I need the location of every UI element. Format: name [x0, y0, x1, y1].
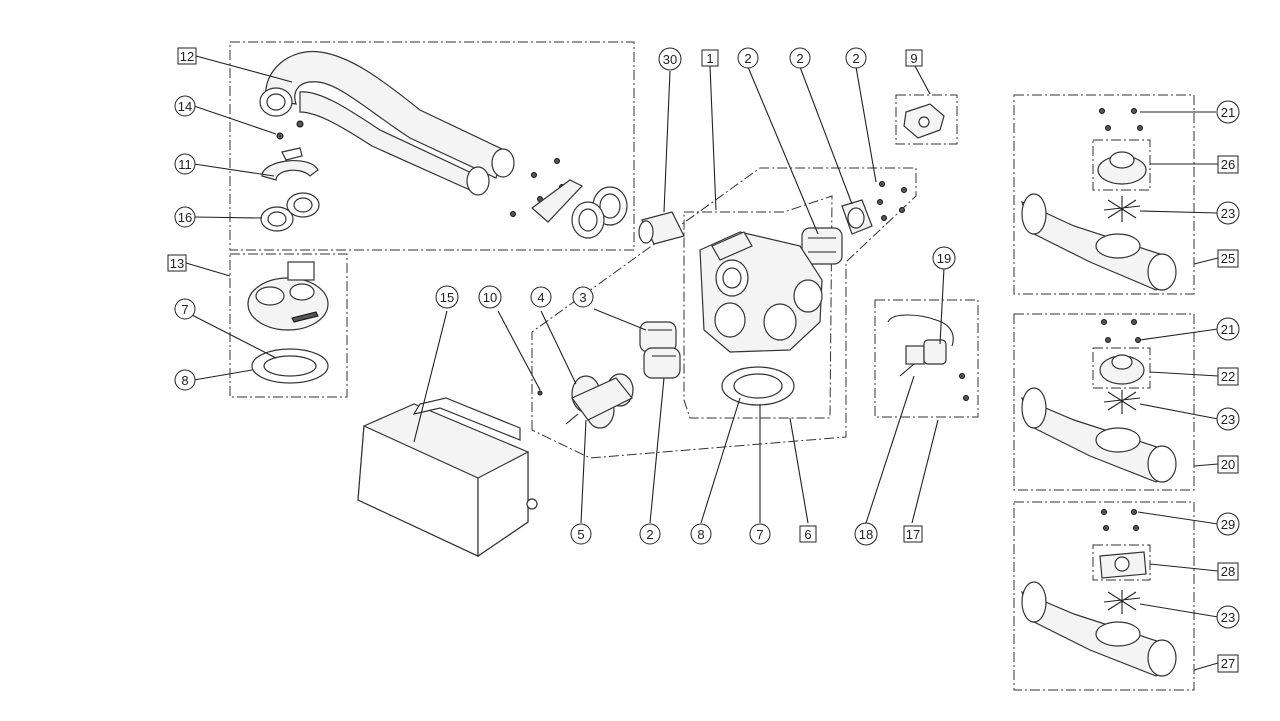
callout-18: 18 [859, 527, 873, 542]
boundary-meter-27 [1013, 501, 1195, 691]
callout-15: 15 [440, 290, 454, 305]
callout-2-a: 2 [744, 51, 751, 66]
meter-assembly-25 [1021, 108, 1177, 291]
controller-housing-15 [357, 397, 538, 558]
callout-29: 29 [1221, 517, 1235, 532]
boundary-meter-20 [1013, 313, 1195, 491]
callout-23-bottom: 23 [1221, 610, 1235, 625]
callout-20: 20 [1221, 457, 1235, 472]
callout-8-left: 8 [181, 373, 188, 388]
callout-7-bottom: 7 [756, 527, 763, 542]
callout-21-mid: 21 [1221, 322, 1235, 337]
callout-16: 16 [178, 210, 192, 225]
boundary-adapter-13 [229, 253, 348, 398]
callout-9: 9 [910, 51, 917, 66]
callout-25: 25 [1221, 251, 1235, 266]
callout-19: 19 [937, 251, 951, 266]
boundary-valve-body-6 [531, 167, 917, 459]
meter-assembly-27 [1021, 509, 1177, 677]
callout-27: 27 [1221, 656, 1235, 671]
leader-lines [185, 55, 1219, 671]
callout-8-bottom: 8 [697, 527, 704, 542]
clip-part-9 [903, 103, 945, 139]
cap-plate-2 [841, 181, 907, 235]
boundary-clip-9 [895, 94, 958, 145]
callout-22: 22 [1221, 369, 1235, 384]
callout-1: 1 [706, 51, 713, 66]
meter-assembly-20 [1021, 319, 1177, 483]
callout-17: 17 [906, 527, 920, 542]
callout-4: 4 [537, 290, 544, 305]
callout-11: 11 [178, 157, 192, 172]
callout-14: 14 [178, 99, 192, 114]
valve-body-1 [699, 231, 823, 406]
callouts: 12 13 1 9 6 17 26 25 22 20 28 27 14 11 1… [167, 47, 1240, 673]
drain-assembly-17 [887, 314, 969, 401]
callout-6: 6 [804, 527, 811, 542]
callout-13: 13 [170, 256, 184, 271]
bypass-pipe-assembly [259, 50, 628, 239]
callout-2-b: 2 [796, 51, 803, 66]
boundary-valve-1 [683, 195, 833, 419]
boundary-drain-17 [874, 299, 979, 418]
callout-23-mid: 23 [1221, 412, 1235, 427]
boundary-part-26 [1092, 139, 1151, 191]
callout-10: 10 [483, 290, 497, 305]
boundary-meter-25 [1013, 94, 1195, 295]
boundary-part-22 [1092, 347, 1151, 389]
callout-3: 3 [579, 290, 586, 305]
callout-5: 5 [577, 527, 584, 542]
callout-30: 30 [663, 52, 677, 67]
callout-2-d: 2 [646, 527, 653, 542]
callout-12: 12 [180, 49, 194, 64]
fitting-30 [638, 211, 685, 245]
callout-7-left: 7 [181, 302, 188, 317]
boundary-bypass-group [229, 41, 635, 251]
callout-2-c: 2 [852, 51, 859, 66]
callout-26: 26 [1221, 157, 1235, 172]
piston-assembly-4-5 [537, 373, 634, 429]
group-boundaries [229, 41, 1195, 691]
callout-28: 28 [1221, 564, 1235, 579]
callout-23-top: 23 [1221, 206, 1235, 221]
screens-3-and-2 [639, 227, 843, 379]
callout-21-top: 21 [1221, 105, 1235, 120]
adapter-part-13 [247, 261, 329, 384]
boundary-part-28 [1092, 544, 1151, 581]
